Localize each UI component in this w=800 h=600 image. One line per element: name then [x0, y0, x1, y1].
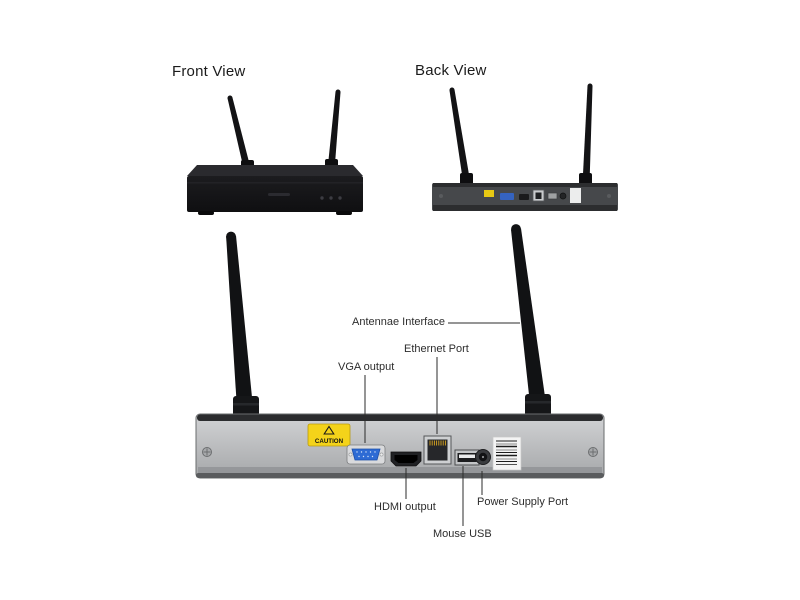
front-logo-mark: [268, 193, 290, 196]
power-jack: [475, 449, 491, 465]
screw-icon: [202, 447, 212, 457]
vga-port: [346, 444, 386, 465]
back-device: [432, 83, 618, 211]
front-device: [187, 89, 363, 215]
barcode-sticker: [492, 436, 522, 471]
led-indicator: [338, 196, 342, 200]
front-device-top: [187, 165, 363, 176]
led-indicator: [329, 196, 333, 200]
screw-icon: [439, 194, 443, 198]
device-foot: [198, 211, 214, 215]
panel-bottom-rim: [196, 473, 604, 478]
mini-power-jack: [559, 192, 567, 200]
caution-label: CAUTION: [307, 423, 351, 447]
front-antenna-left-icon: [227, 95, 254, 173]
panel-bottom-shade: [198, 467, 602, 474]
large-antenna-left-icon: [226, 231, 259, 424]
screw-icon: [588, 447, 598, 457]
rear-panel-large: CAUTION: [195, 224, 605, 479]
antennae-interface-label: Antennae Interface: [352, 316, 445, 328]
hdmi-port: [390, 451, 422, 467]
back-antenna-left-icon: [449, 87, 473, 186]
leader-lines: [364, 322, 520, 526]
warning-triangle-icon: [323, 425, 335, 435]
usb-port: [454, 449, 480, 466]
back-antenna-right-icon: [579, 83, 593, 186]
mini-usb-port: [547, 192, 558, 200]
device-foot: [336, 211, 352, 215]
front-antenna-right-icon: [325, 89, 341, 172]
screw-icon: [607, 194, 611, 198]
ethernet-port-label: Ethernet Port: [404, 343, 469, 355]
panel-top-rim: [197, 414, 603, 421]
mini-caution-label: [484, 190, 494, 197]
vga-output-label: VGA output: [338, 361, 395, 373]
front-view-label: Front View: [172, 63, 246, 80]
mouse-usb-label: Mouse USB: [433, 528, 492, 540]
led-indicator: [320, 196, 324, 200]
mini-barcode-sticker: [570, 188, 581, 203]
power-supply-port-label: Power Supply Port: [477, 496, 569, 508]
back-view-label: Back View: [415, 62, 487, 79]
mini-vga-port: [500, 193, 514, 200]
hdmi-output-label: HDMI output: [374, 501, 436, 513]
ethernet-port: [423, 435, 452, 465]
caution-text: CAUTION: [315, 438, 344, 445]
mini-hdmi-port: [519, 194, 529, 200]
